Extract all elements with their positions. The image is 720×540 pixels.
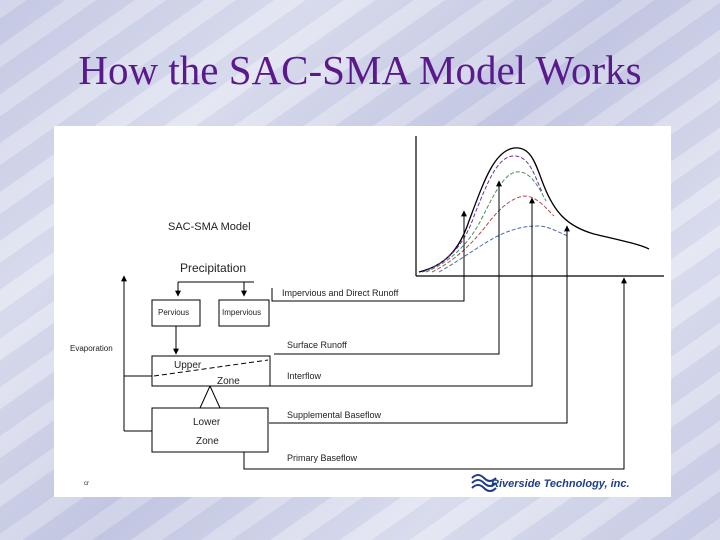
evaporation-label: Evaporation <box>70 344 113 353</box>
lower-zone-box <box>151 407 269 453</box>
surface-runoff-label: Surface Runoff <box>287 340 347 350</box>
pervious-label: Pervious <box>158 308 189 317</box>
impervious-box <box>218 299 270 327</box>
brand-name: Riverside Technology, inc. <box>491 478 630 490</box>
percolation-line-left <box>199 385 211 409</box>
precipitation-label: Precipitation <box>180 261 246 275</box>
corner-mark: cr <box>84 481 89 487</box>
upper-zone-water-line <box>153 359 269 377</box>
sac-sma-diagram: SAC-SMA Model Precipitation Pervious Imp… <box>70 136 664 492</box>
hydrograph-total-curve <box>418 147 650 273</box>
impervious-flow-connector <box>271 210 467 302</box>
model-title: SAC-SMA Model <box>168 221 251 233</box>
percolation-line-right <box>209 385 221 409</box>
lower-zone-label-2: Zone <box>196 436 219 447</box>
hydrograph-curve-4 <box>438 225 569 273</box>
impervious-label: Impervious <box>222 308 261 317</box>
lower-zone-label-1: Lower <box>193 417 221 428</box>
interflow-connector <box>269 197 535 387</box>
hydrograph-curve-2 <box>425 171 547 273</box>
slide-title: How the SAC-SMA Model Works <box>78 47 642 93</box>
hydrograph-curve-1 <box>421 155 543 273</box>
upper-zone-box <box>151 355 271 387</box>
primary-baseflow-connector <box>243 277 627 470</box>
supplemental-baseflow-connector <box>269 225 570 424</box>
upper-zone-label-1: Upper <box>174 360 202 371</box>
surface-runoff-connector <box>274 180 502 355</box>
supplemental-baseflow-label: Supplemental Baseflow <box>287 410 382 420</box>
interflow-label: Interflow <box>287 371 322 381</box>
wave-logo-icon <box>471 474 497 492</box>
hydrograph-curve-3 <box>431 195 555 273</box>
upper-zone-label-2: Zone <box>217 376 240 387</box>
impervious-direct-runoff-label: Impervious and Direct Runoff <box>282 288 399 298</box>
diagram-panel: SAC-SMA Model Precipitation Pervious Imp… <box>54 126 671 497</box>
primary-baseflow-label: Primary Baseflow <box>287 453 358 463</box>
